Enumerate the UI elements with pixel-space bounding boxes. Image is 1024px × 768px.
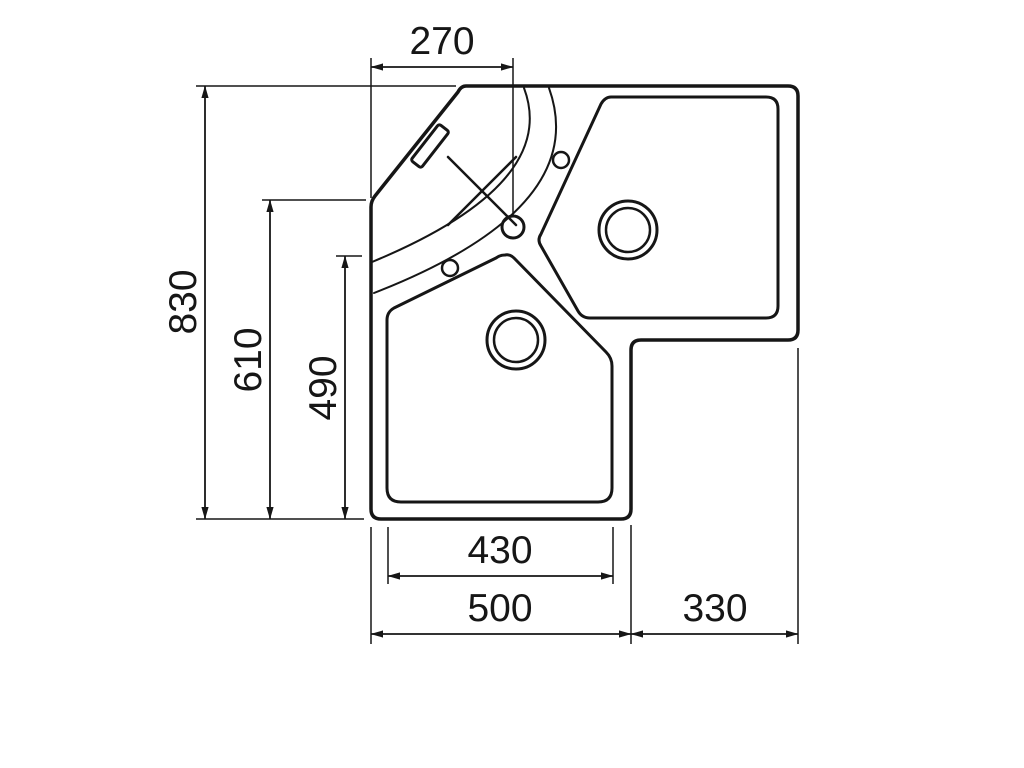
dim-270-label: 270 [409, 20, 474, 63]
bottom-drain-inner-circle [492, 316, 540, 364]
accessory-hole-2 [440, 258, 460, 278]
right-drain-inner-circle [604, 206, 652, 254]
right-drain-outer-circle [597, 199, 659, 261]
dim-610-label: 610 [227, 327, 270, 392]
dim-330: 330 [630, 348, 799, 644]
bottom-drain-outer-circle [485, 309, 547, 371]
overflow-slot [410, 123, 450, 169]
dim-610: 610 [227, 199, 366, 520]
accessory-hole-1 [551, 150, 571, 170]
dim-500-label: 500 [467, 587, 532, 630]
faucet-cross-line-2 [446, 155, 518, 227]
dim-830: 830 [162, 85, 456, 520]
bottom-bowl-outline [385, 253, 614, 504]
dim-830-label: 830 [162, 269, 205, 334]
dim-270: 270 [370, 20, 514, 216]
dim-500: 500 [370, 525, 632, 644]
dim-430: 430 [387, 527, 614, 584]
drainer-arc-1 [373, 87, 558, 294]
dim-490-label: 490 [302, 355, 345, 420]
faucet-hole [500, 214, 526, 240]
dim-430-label: 430 [467, 529, 532, 572]
dim-490: 490 [302, 255, 362, 520]
dimension-annotations: 270 830 610 490 430 [162, 20, 799, 644]
drainer-arc-2 [371, 87, 531, 263]
right-bowl-outline [537, 95, 780, 320]
sink-outline [369, 84, 800, 521]
dim-330-label: 330 [682, 587, 747, 630]
sink-body [369, 84, 800, 521]
